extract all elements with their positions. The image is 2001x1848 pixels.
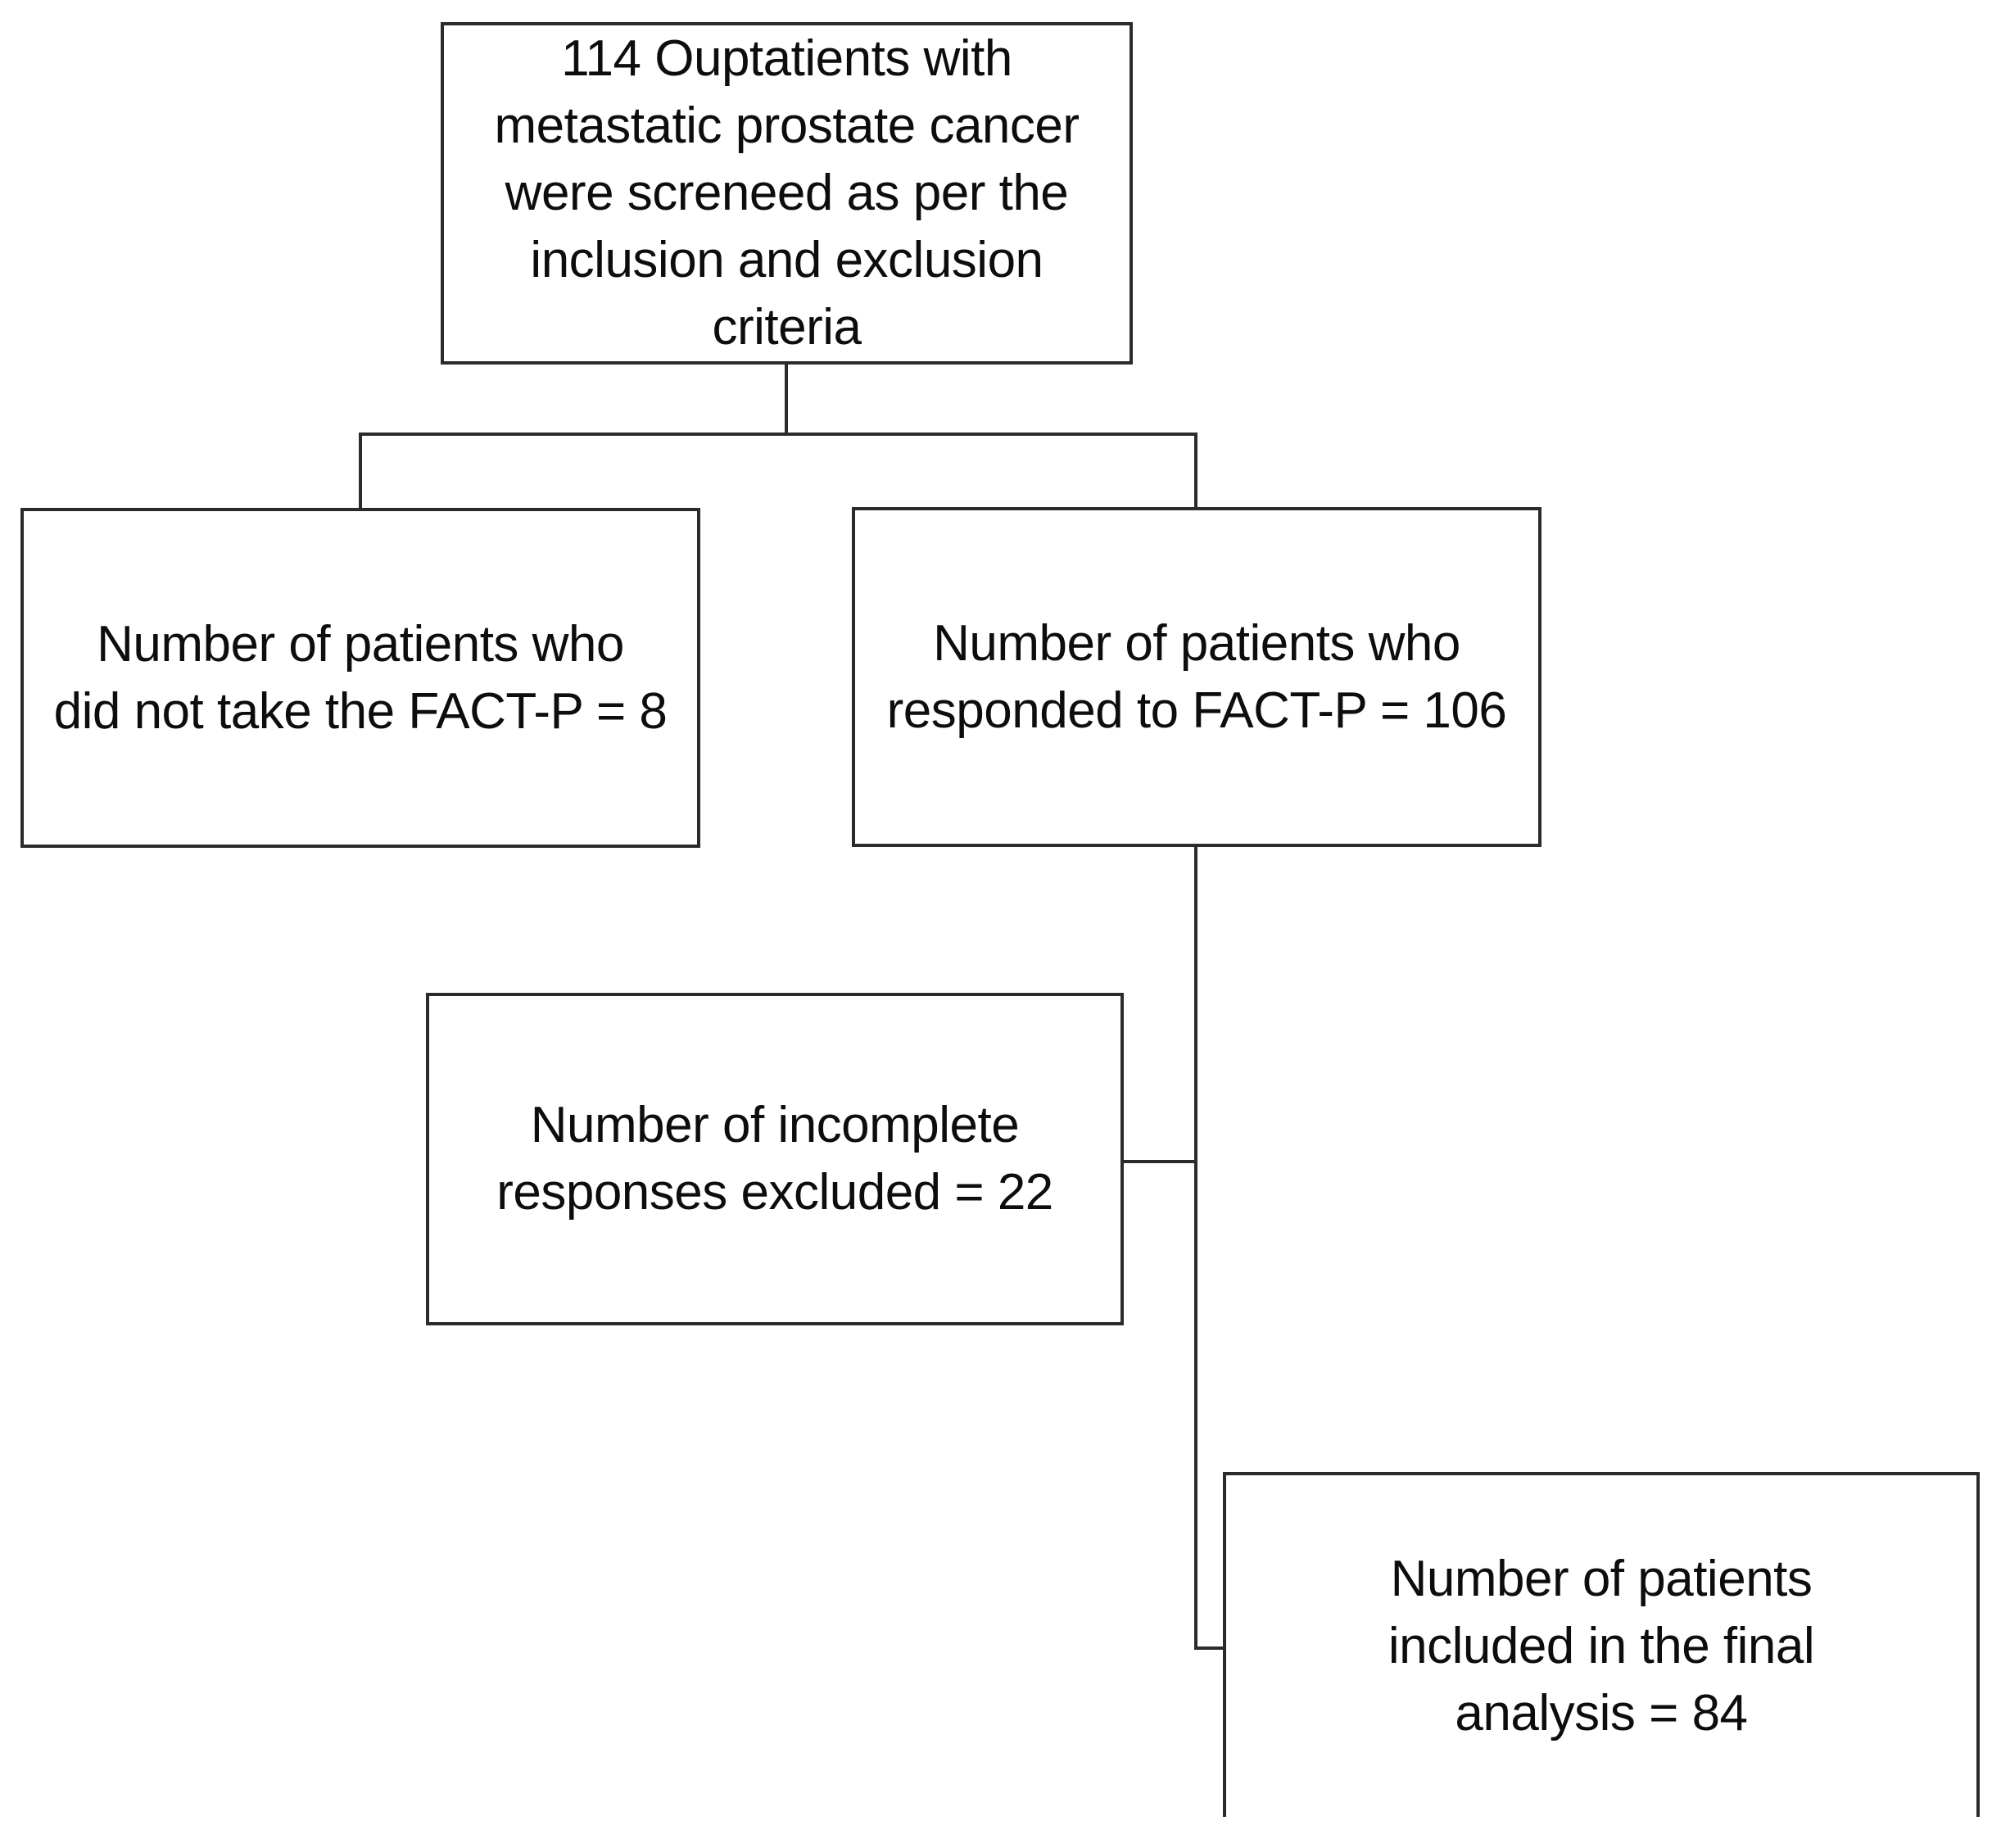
node-incomplete-excluded: Number of incomplete responses excluded … <box>426 993 1124 1325</box>
connector-screened-stem <box>785 363 788 436</box>
connector-responded-to-final <box>1194 845 1197 1650</box>
connector-drop-to-not-taken <box>359 433 362 511</box>
node-responded-factp: Number of patients who responded to FACT… <box>852 507 1541 847</box>
connector-drop-to-responded <box>1194 433 1197 511</box>
node-final-analysis: Number of patients included in the final… <box>1223 1472 1980 1817</box>
connector-excluded-stub <box>1124 1160 1197 1163</box>
node-did-not-take-factp: Number of patients who did not take the … <box>20 508 700 848</box>
connector-final-elbow <box>1194 1646 1226 1650</box>
connector-split-bar <box>359 433 1197 436</box>
node-screened-outpatients: 114 Ouptatients with metastatic prostate… <box>441 22 1133 365</box>
